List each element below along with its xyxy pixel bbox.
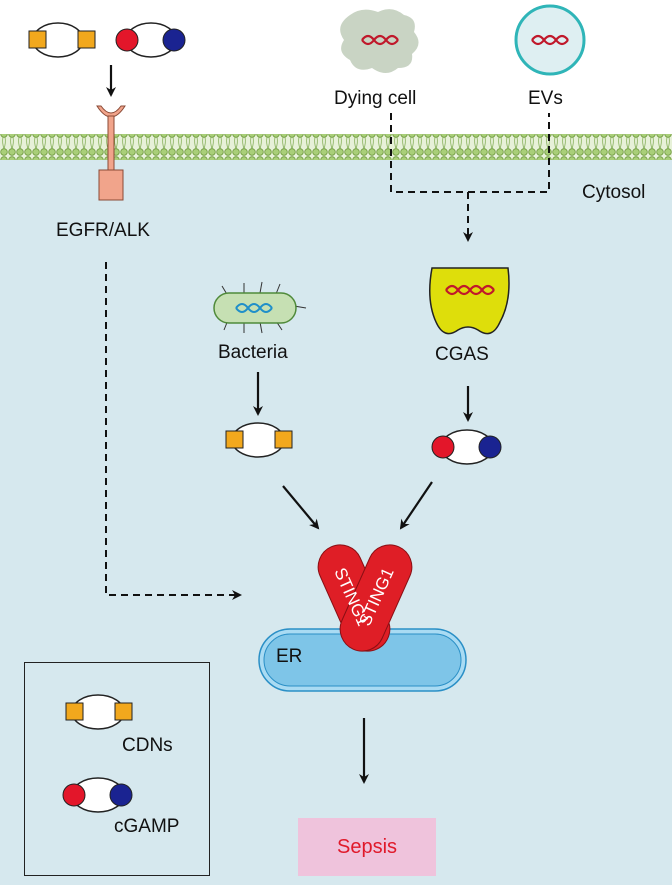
legend-box: [24, 662, 210, 876]
cytosol-region: [0, 146, 672, 885]
cgas-enzyme: [429, 267, 510, 335]
bacteria-label: Bacteria: [218, 342, 288, 363]
legend-cdn-icon: [65, 694, 133, 730]
cdn-ligand-extracellular: [28, 22, 96, 58]
evs-label: EVs: [528, 88, 563, 109]
cgamp-to-sting-arrow: [399, 481, 433, 530]
plasma-membrane: [0, 134, 672, 160]
cgas-label: CGAS: [435, 344, 489, 365]
sepsis-label: Sepsis: [336, 835, 398, 858]
legend-cdns-label: CDNs: [122, 735, 173, 756]
endoplasmic-reticulum: [258, 628, 467, 692]
egfr-alk-label: EGFR/ALK: [56, 220, 150, 241]
dying-cell: [340, 9, 419, 74]
cgamp-ligand-extracellular: [115, 22, 186, 58]
cdn-to-sting-arrow: [282, 485, 320, 530]
egfr-dashed-path: [105, 262, 242, 600]
cytosol-label: Cytosol: [582, 182, 646, 203]
bacteria: [213, 281, 307, 334]
legend-cgamp-label: cGAMP: [114, 816, 180, 837]
sting1-dimer: [317, 544, 413, 652]
cgamp-molecule: [431, 429, 502, 465]
egfr-alk-receptor: [96, 105, 126, 201]
extracellular-vesicle: [514, 4, 586, 76]
er-label: ER: [276, 646, 303, 667]
sepsis-box: Sepsis: [298, 818, 436, 876]
dying-cell-label: Dying cell: [334, 88, 417, 109]
sting1-right: [339, 544, 413, 652]
legend-cgamp-icon: [62, 777, 133, 813]
dying-cell-dashed-path: [390, 113, 550, 193]
cdn-molecule: [225, 422, 293, 458]
